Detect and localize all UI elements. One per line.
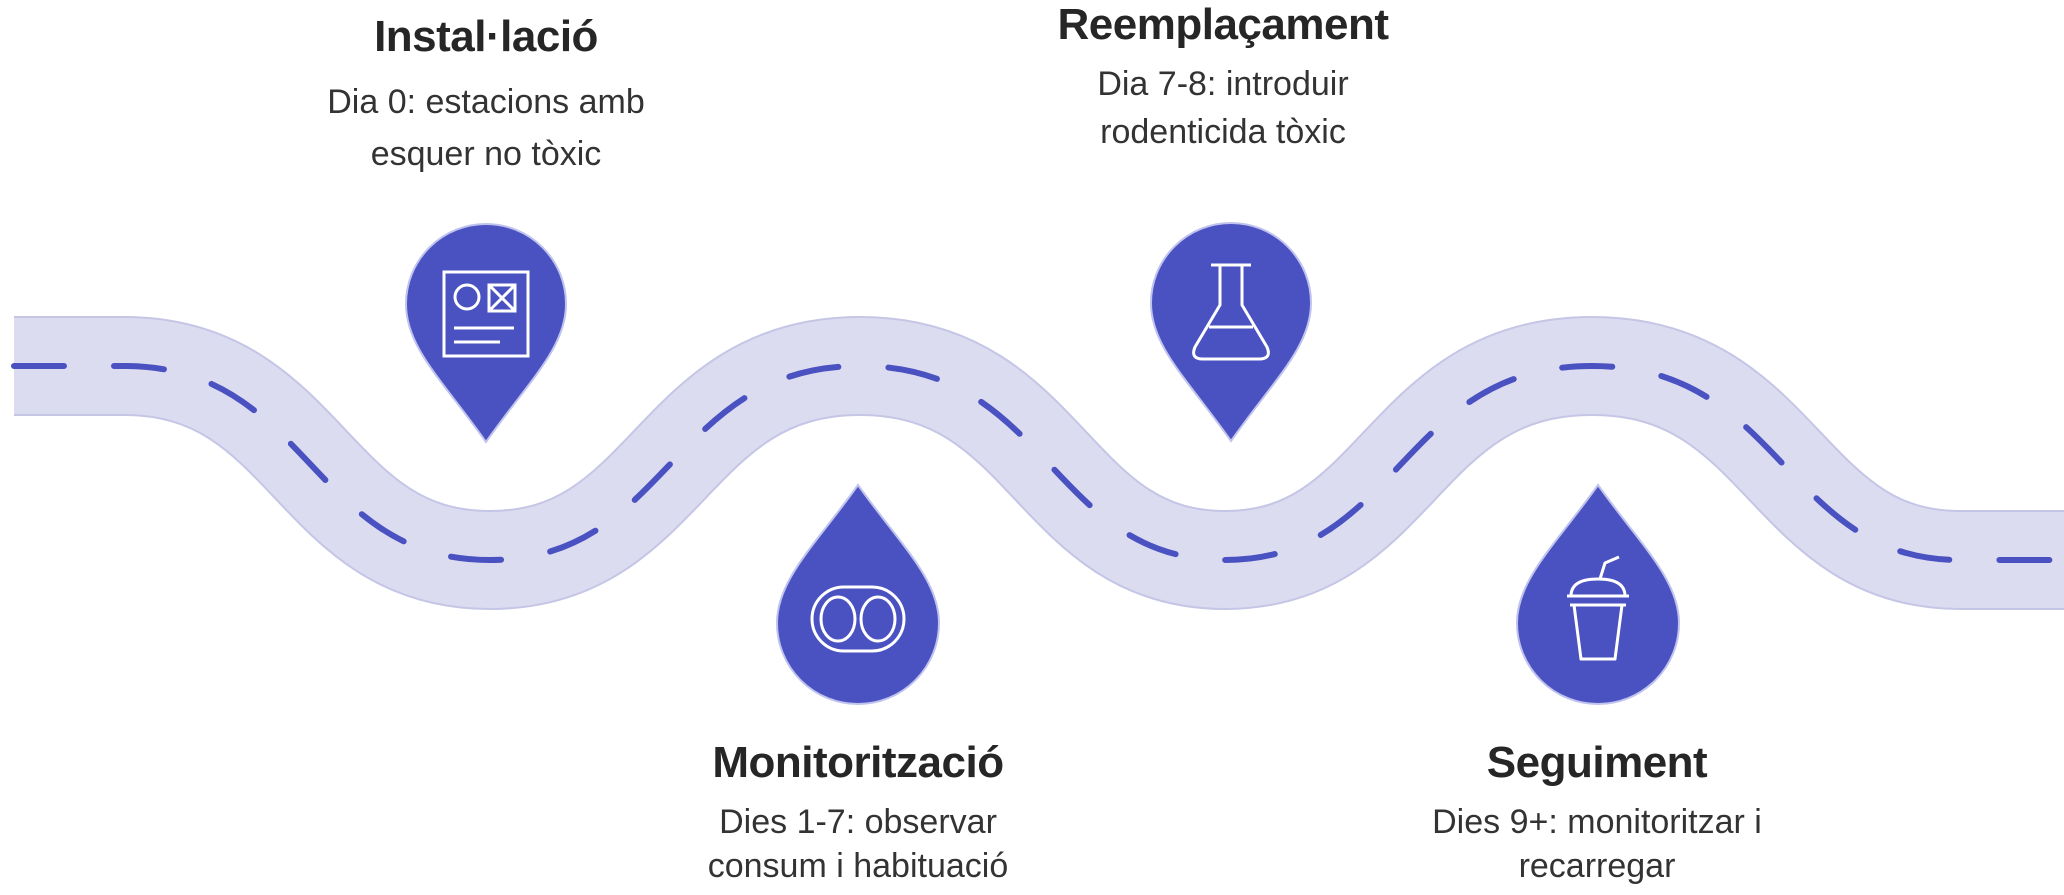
step-reemplacament: Reemplaçament Dia 7-8: introduir rodenti…: [963, 0, 1483, 156]
step-seguiment: Seguiment Dies 9+: monitoritzar i recarr…: [1337, 738, 1857, 888]
drop-marker-monitoritzacio: [775, 483, 941, 705]
bait-station-icon: [442, 270, 530, 358]
cup-icon: [1567, 555, 1629, 661]
step-description: Dies 1-7: observar consum i habituació: [707, 803, 1009, 885]
drop-marker-seguiment: [1515, 483, 1681, 705]
step-title: Monitorització: [712, 738, 1004, 787]
flask-icon: [1192, 263, 1270, 361]
step-description: Dia 0: estacions amb esquer no tòxic: [327, 83, 645, 173]
step-installacio: Instal·lació Dia 0: estacions amb esquer…: [226, 12, 746, 180]
pin-marker-reemplacament: [1149, 222, 1313, 443]
pin-marker-installacio: [404, 223, 568, 444]
step-title: Instal·lació: [374, 12, 598, 61]
road-center-dashes: [11, 362, 2064, 564]
step-description: Dies 9+: monitoritzar i recarregar: [1432, 803, 1762, 885]
road-surface: [14, 318, 2064, 608]
step-title: Reemplaçament: [1057, 0, 1389, 49]
step-title: Seguiment: [1486, 738, 1708, 787]
eyes-icon: [810, 585, 906, 653]
step-monitoritzacio: Monitorització Dies 1-7: observar consum…: [598, 738, 1118, 888]
step-description: Dia 7-8: introduir rodenticida tòxic: [1097, 65, 1349, 151]
